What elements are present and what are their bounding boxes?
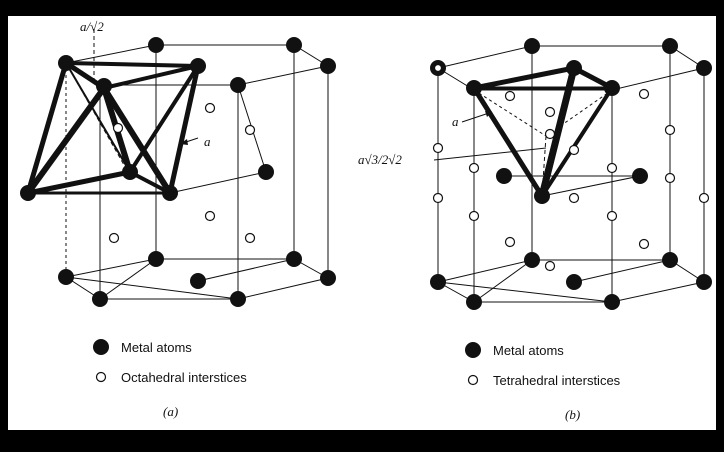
metal-atom [230, 77, 246, 93]
metal-atom [190, 58, 206, 74]
metal-atom [320, 270, 336, 286]
label-a-right: a [452, 114, 459, 129]
legend-interstice-dot-b [467, 374, 479, 386]
metal-atom [58, 269, 74, 285]
interstice [112, 122, 124, 134]
legend-metal-label-b: Metal atoms [493, 343, 564, 358]
metal-atom [662, 38, 678, 54]
metal-atom [148, 37, 164, 53]
interstice [108, 232, 120, 244]
label-a-root3-ratio: a√3/2√2 [358, 152, 402, 167]
interstice [606, 162, 618, 174]
interstice [544, 260, 556, 272]
interstice [606, 210, 618, 222]
caption-a: (a) [163, 404, 178, 419]
metal-atom [58, 55, 74, 71]
interstice [638, 238, 650, 250]
octahedral-interstices [108, 102, 256, 244]
metal-atom [122, 164, 138, 180]
interstice [432, 142, 444, 154]
figure-panel: a/√2 a Metal atoms Octahedral interstice… [8, 16, 716, 430]
metal-atom [662, 252, 678, 268]
metal-atom [524, 252, 540, 268]
interstice [204, 210, 216, 222]
hcp-interstices-figure: a/√2 a Metal atoms Octahedral interstice… [20, 19, 712, 422]
metal-atom [96, 78, 112, 94]
metal-atom [320, 58, 336, 74]
interstice [544, 106, 556, 118]
tetrahedron-edges [471, 64, 615, 200]
interstice [468, 162, 480, 174]
metal-atom [604, 80, 620, 96]
metal-atom [566, 60, 582, 76]
interstice [638, 88, 650, 100]
metal-atom [496, 168, 512, 184]
interstice [664, 172, 676, 184]
interstice [664, 124, 676, 136]
metal-atom [148, 251, 164, 267]
interstice [244, 232, 256, 244]
metal-atom [190, 273, 206, 289]
metal-atom [534, 188, 550, 204]
legend-metal-dot-b [465, 342, 481, 358]
caption-b: (b) [565, 407, 580, 422]
metal-atom [466, 80, 482, 96]
metal-atom [162, 185, 178, 201]
legend-interstice-label-a: Octahedral interstices [121, 370, 247, 385]
interstice [504, 90, 516, 102]
metal-atom [632, 168, 648, 184]
metal-atom [696, 60, 712, 76]
interstice [568, 192, 580, 204]
legend-interstice-dot-a [95, 371, 107, 383]
interstice [204, 102, 216, 114]
legend-interstice-label-b: Tetrahedral interstices [493, 373, 621, 388]
metal-atom [20, 185, 36, 201]
label-a-left: a [204, 134, 211, 149]
tetrahedral-interstices [432, 63, 710, 272]
metal-atom [430, 274, 446, 290]
metal-atom [696, 274, 712, 290]
metal-atom [566, 274, 582, 290]
metal-atom [230, 291, 246, 307]
metal-atom [92, 291, 108, 307]
label-a-over-root2: a/√2 [80, 19, 104, 34]
interstice [468, 210, 480, 222]
interstice [244, 124, 256, 136]
metal-atom [258, 164, 274, 180]
metal-atom [286, 37, 302, 53]
metal-atom [604, 294, 620, 310]
metal-atom [466, 294, 482, 310]
interstice [544, 128, 556, 140]
legend-metal-dot-a [93, 339, 109, 355]
interstice [433, 63, 443, 73]
interstice [504, 236, 516, 248]
legend-metal-label-a: Metal atoms [121, 340, 192, 355]
interstice [432, 192, 444, 204]
metal-atom [524, 38, 540, 54]
metal-atom [286, 251, 302, 267]
metal-atoms-a [20, 37, 336, 307]
interstice [698, 192, 710, 204]
interstice [568, 144, 580, 156]
